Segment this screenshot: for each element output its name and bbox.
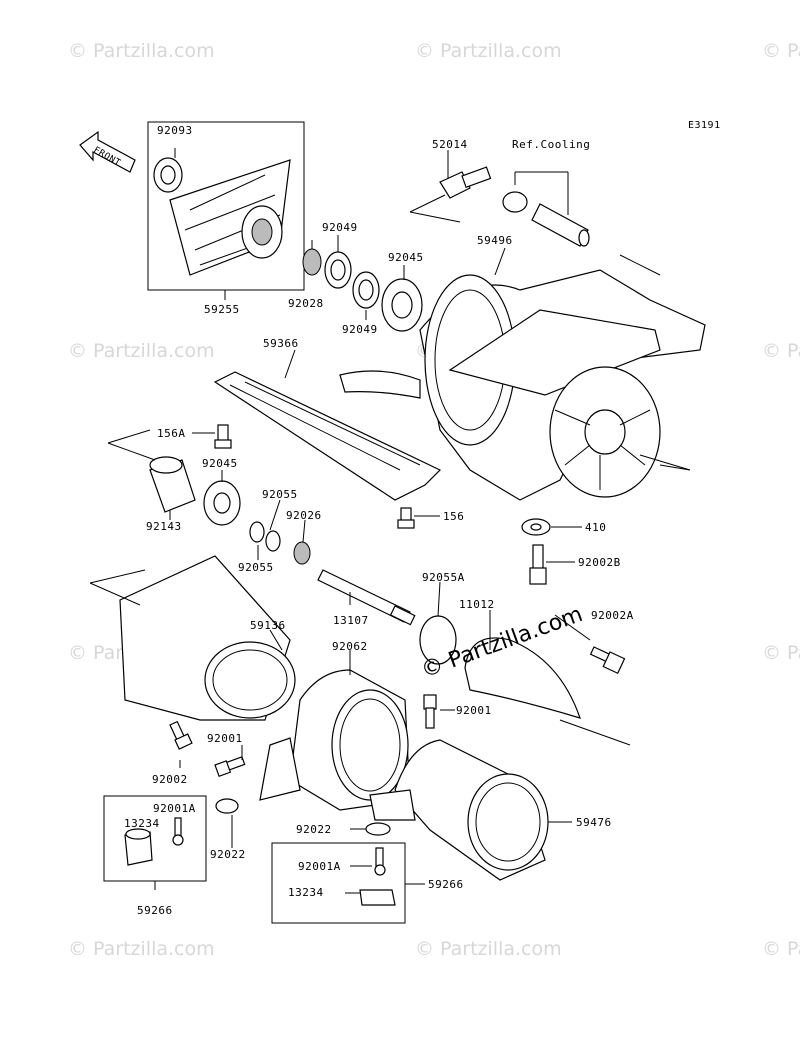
part-label-92143: 92143	[146, 520, 182, 533]
part-label-59266: 59266	[428, 878, 464, 891]
watermark: © Partzilla.com	[762, 40, 800, 62]
cooling-hose	[502, 171, 590, 247]
part-label-156A: 156A	[157, 427, 186, 440]
watermark: © Partzilla.com	[415, 938, 562, 960]
part-label-92001: 92001	[456, 704, 492, 717]
o-rings	[249, 521, 311, 565]
watermark: © Partzilla.com	[68, 938, 215, 960]
part-label-92022: 92022	[296, 823, 332, 836]
part-label-59476: 59476	[576, 816, 612, 829]
bolt-92001-right	[423, 694, 437, 729]
part-label-92055: 92055	[262, 488, 298, 501]
washer-92022-right	[365, 822, 391, 836]
part-label-92026: 92026	[286, 509, 322, 522]
part-label-92028: 92028	[288, 297, 324, 310]
diagram-code: E3191	[688, 120, 721, 131]
part-label-156: 156	[443, 510, 465, 523]
part-label-11012: 11012	[459, 598, 495, 611]
cone-11012	[464, 637, 631, 746]
leader-lines	[169, 148, 591, 894]
kit-parts-right	[359, 847, 396, 906]
housing-59136	[89, 555, 296, 721]
watermark: © Partzilla.com	[68, 340, 215, 362]
bolt-92002B	[529, 544, 547, 585]
front-arrow-icon	[79, 130, 136, 173]
kit-box-right	[271, 842, 406, 924]
part-label-92022: 92022	[210, 848, 246, 861]
watermark: © Partzilla.com	[762, 340, 800, 362]
bushing-92143	[107, 429, 196, 513]
part-label-59496: 59496	[477, 234, 513, 247]
bolt-156A	[214, 424, 232, 449]
watermark: © Partzilla.com	[762, 938, 800, 960]
part-label-59255: 59255	[204, 303, 240, 316]
bolt-156	[397, 507, 415, 529]
pump-housing	[339, 254, 706, 501]
ref-cooling-label: Ref.Cooling	[512, 138, 591, 151]
kit-parts-left	[124, 817, 184, 866]
part-label-92093: 92093	[157, 124, 193, 137]
part-label-59136: 59136	[250, 619, 286, 632]
part-label-59266: 59266	[137, 904, 173, 917]
part-label-92049: 92049	[342, 323, 378, 336]
part-label-92055A: 92055A	[422, 571, 465, 584]
part-label-92002A: 92002A	[591, 609, 634, 622]
shaft-13107	[317, 569, 416, 626]
part-label-52014: 52014	[432, 138, 468, 151]
part-label-92002: 92002	[152, 773, 188, 786]
bearing-stack	[302, 240, 423, 332]
washer-92022-left	[215, 798, 239, 814]
part-label-92049: 92049	[322, 221, 358, 234]
impeller	[153, 157, 291, 276]
fitting-52014	[409, 166, 492, 223]
bolt-92001-left	[214, 756, 246, 778]
part-label-92001A: 92001A	[298, 860, 341, 873]
watermark: © Partzilla.com	[68, 40, 215, 62]
part-label-13234: 13234	[288, 886, 324, 899]
watermark: © Partzilla.com	[415, 40, 562, 62]
part-label-92001A: 92001A	[153, 802, 196, 815]
part-label-92055: 92055	[238, 561, 274, 574]
part-label-410: 410	[585, 521, 607, 534]
part-label-59366: 59366	[263, 337, 299, 350]
washer-410	[521, 518, 551, 536]
bolt-92002A	[589, 646, 626, 675]
part-label-92045: 92045	[202, 457, 238, 470]
bearing-92045-left	[203, 480, 241, 526]
part-label-13107: 13107	[333, 614, 369, 627]
part-label-13234: 13234	[124, 817, 160, 830]
watermark: © Partzilla.com	[762, 642, 800, 664]
steering-nozzle-59476	[369, 739, 549, 881]
part-label-92045: 92045	[388, 251, 424, 264]
part-label-92002B: 92002B	[578, 556, 621, 569]
part-label-92062: 92062	[332, 640, 368, 653]
impeller-box	[147, 121, 305, 291]
bolt-92002	[169, 720, 193, 750]
cover-plate	[213, 371, 442, 501]
nozzle-92062	[259, 669, 411, 811]
part-label-92001: 92001	[207, 732, 243, 745]
